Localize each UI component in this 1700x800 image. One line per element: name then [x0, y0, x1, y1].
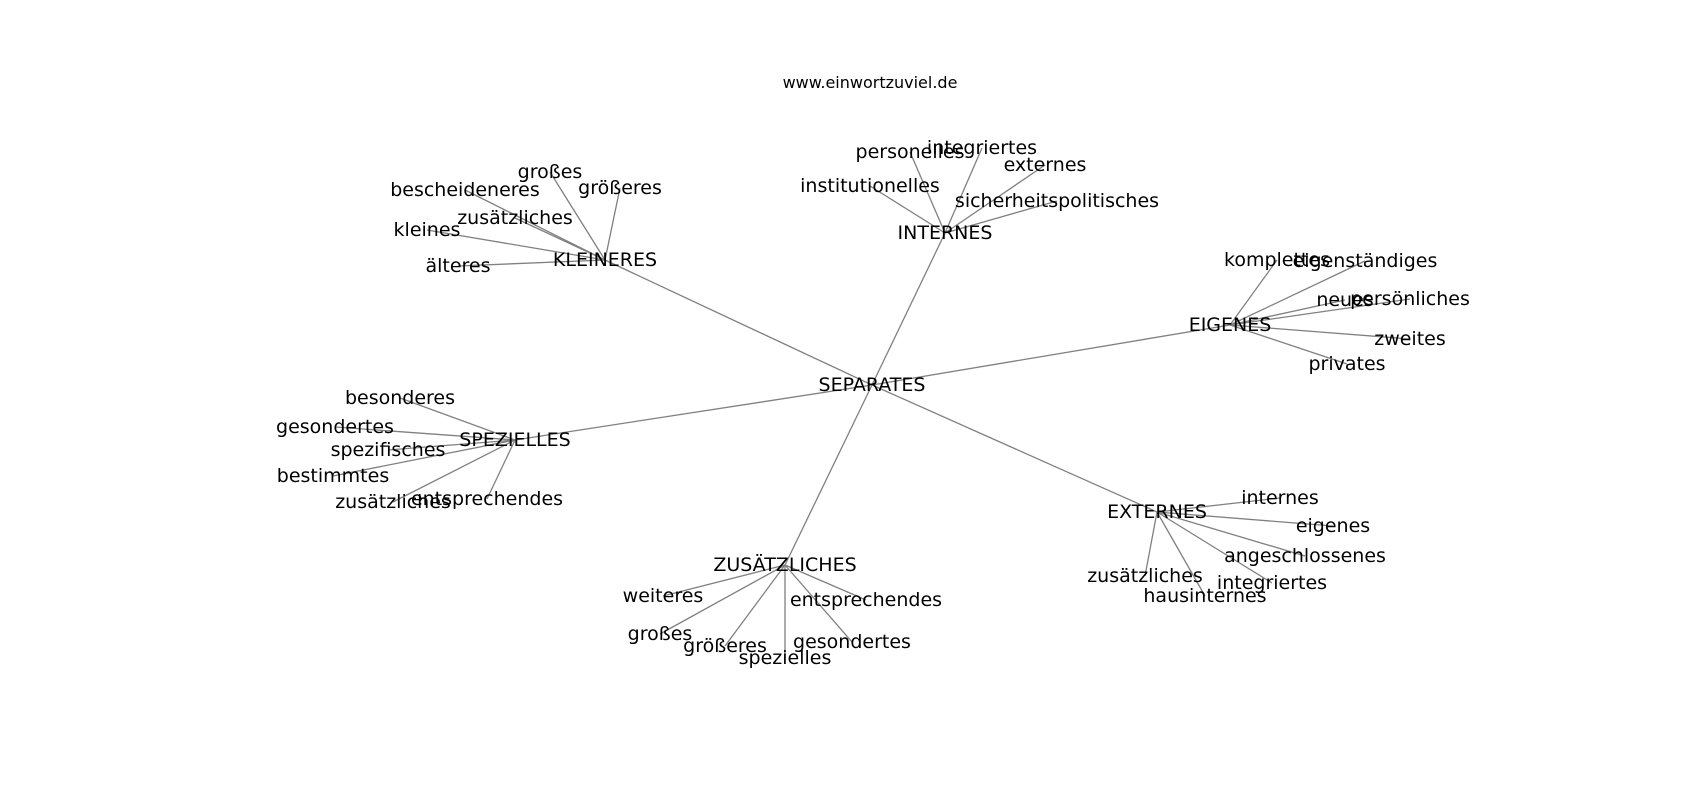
cluster-node-label: ZUSÄTZLICHES	[713, 553, 856, 576]
leaf-node-label: großes	[518, 161, 583, 183]
edge-cluster-to-leaf	[549, 171, 606, 261]
leaf-node-label: entsprechendes	[790, 589, 942, 611]
leaf-node-label: zusätzliches	[335, 491, 451, 513]
edge-cluster-to-leaf	[944, 164, 1046, 234]
edge-cluster-to-leaf	[1229, 299, 1346, 326]
leaf-node-label: spezielles	[739, 647, 832, 669]
edge-cluster-to-leaf	[514, 217, 606, 261]
leaf-node-label: gesondertes	[276, 416, 394, 438]
leaf-node-label: hausinternes	[1143, 585, 1266, 607]
leaf-node-label: entsprechendes	[411, 488, 563, 510]
edge-cluster-to-leaf	[387, 439, 516, 451]
edge-center-to-cluster	[784, 384, 873, 566]
cluster-node-label: SPEZIELLES	[459, 429, 570, 451]
leaf-node-label: eigenes	[1296, 515, 1370, 537]
leaf-node-label: personelles	[856, 141, 965, 163]
cluster-node-label: INTERNES	[898, 222, 993, 244]
edge-cluster-to-leaf	[944, 200, 1058, 234]
label-layer: großesgrößeresbescheidenereszusätzliches…	[276, 137, 1470, 669]
leaf-node-label: spezifisches	[331, 439, 446, 461]
edge-center-to-cluster	[514, 384, 873, 441]
edge-cluster-to-leaf	[724, 564, 786, 647]
edge-cluster-to-leaf	[1229, 259, 1278, 326]
leaf-node-label: integriertes	[1217, 572, 1327, 594]
edge-cluster-to-leaf	[332, 439, 516, 477]
leaf-node-label: kleines	[394, 219, 461, 241]
edge-layer	[332, 147, 1411, 658]
leaf-node-label: zusätzliches	[1087, 565, 1203, 587]
edge-cluster-to-leaf	[1156, 497, 1281, 513]
edge-cluster-to-leaf	[426, 229, 606, 261]
edge-cluster-to-leaf	[1229, 260, 1366, 326]
edge-cluster-to-leaf	[486, 439, 516, 500]
edge-cluster-to-leaf	[1229, 324, 1411, 340]
leaf-node-label: weiteres	[623, 585, 704, 607]
graph-title: www.einwortzuviel.de	[783, 73, 958, 92]
leaf-node-label: großes	[628, 623, 693, 645]
leaf-node-label: integriertes	[927, 137, 1037, 159]
leaf-node-label: eigenständiges	[1293, 250, 1438, 272]
edge-center-to-cluster	[871, 324, 1231, 386]
edge-cluster-to-leaf	[1156, 511, 1306, 557]
leaf-node-label: externes	[1004, 154, 1087, 176]
leaf-node-label: angeschlossenes	[1224, 545, 1386, 567]
edge-cluster-to-leaf	[659, 564, 786, 635]
edge-center-to-cluster	[871, 232, 946, 386]
leaf-node-label: bescheideneres	[390, 179, 540, 201]
edge-cluster-to-leaf	[334, 426, 516, 441]
edge-cluster-to-leaf	[784, 564, 867, 601]
edge-cluster-to-leaf	[784, 564, 853, 643]
edge-center-to-cluster	[604, 259, 873, 386]
edge-cluster-to-leaf	[457, 259, 606, 267]
leaf-node-label: besonderes	[345, 387, 455, 409]
edge-cluster-to-leaf	[1156, 511, 1273, 584]
leaf-node-label: größeres	[578, 177, 662, 199]
leaf-node-label: größeres	[683, 635, 767, 657]
edge-center-to-cluster	[871, 384, 1158, 513]
edge-cluster-to-leaf	[604, 187, 621, 261]
leaf-node-label: neues	[1316, 289, 1373, 311]
leaf-node-label: institutionelles	[800, 175, 940, 197]
edge-cluster-to-leaf	[464, 189, 606, 261]
edge-cluster-to-leaf	[1229, 324, 1348, 365]
edge-cluster-to-leaf	[909, 151, 946, 234]
leaf-node-label: komplettes	[1224, 249, 1330, 271]
leaf-node-label: gesondertes	[793, 631, 911, 653]
leaf-node-label: sicherheitspolitisches	[955, 190, 1159, 212]
edge-cluster-to-leaf	[944, 147, 983, 234]
leaf-node-label: älteres	[425, 255, 490, 277]
edge-cluster-to-leaf	[1156, 511, 1334, 527]
leaf-node-label: internes	[1241, 487, 1319, 509]
edge-cluster-to-leaf	[1156, 511, 1206, 597]
leaf-node-label: zusätzliches	[457, 207, 573, 229]
center-node-label: SEPARATES	[819, 374, 926, 396]
leaf-node-label: privates	[1308, 353, 1385, 375]
cluster-node-label: EXTERNES	[1107, 501, 1207, 523]
edge-cluster-to-leaf	[869, 185, 946, 234]
edge-cluster-to-leaf	[1229, 298, 1411, 326]
edge-cluster-to-leaf	[392, 439, 516, 503]
cluster-node-label: KLEINERES	[553, 249, 657, 271]
leaf-node-label: persönliches	[1350, 288, 1470, 310]
edge-cluster-to-leaf	[399, 397, 516, 441]
edge-cluster-to-leaf	[662, 564, 786, 597]
cluster-node-label: EIGENES	[1189, 314, 1272, 336]
edge-cluster-to-leaf	[1144, 511, 1158, 577]
leaf-node-label: bestimmtes	[277, 465, 389, 487]
leaf-node-label: zweites	[1374, 328, 1446, 350]
